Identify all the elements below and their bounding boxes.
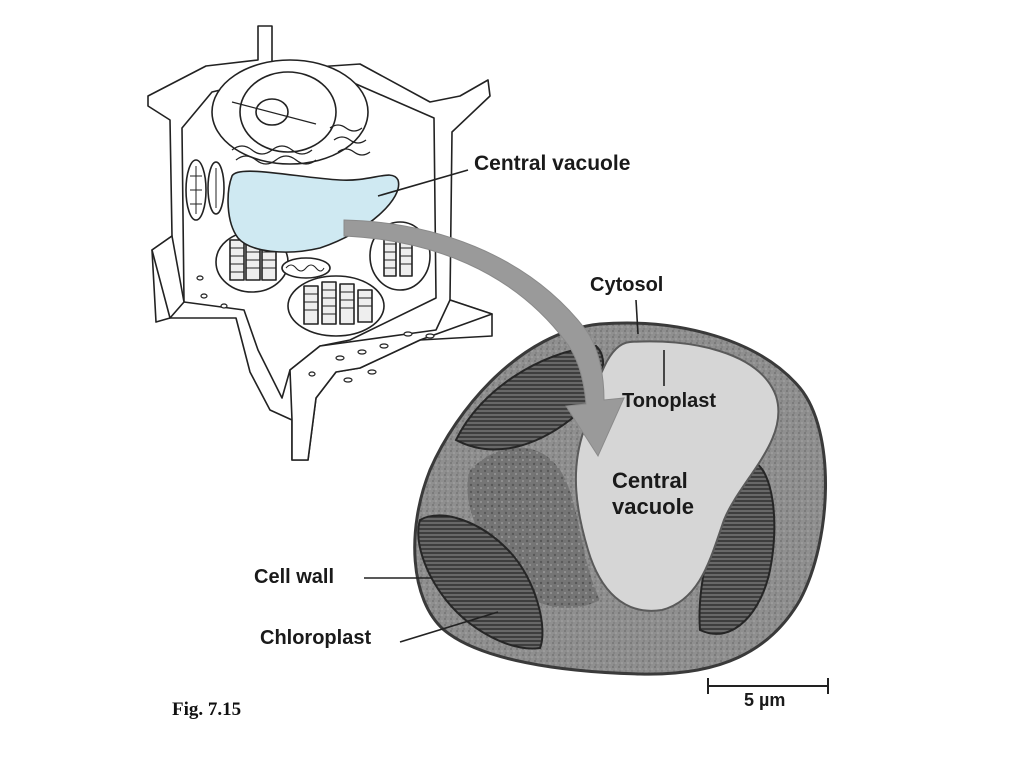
label-cytosol: Cytosol [590,274,664,296]
label-central-vacuole-diagram: Central vacuole [474,152,631,175]
chloroplast-leader [399,611,499,643]
scale-bar-label: 5 µm [744,690,786,710]
label-central-vacuole-line2: vacuole [612,494,694,519]
central-vacuole-shape [227,170,400,253]
plant-cell-diagram [147,25,493,461]
cytosol-leader [635,299,639,335]
label-tonoplast: Tonoplast [622,390,717,412]
zoom-arrow [343,219,625,458]
mitochondria-left [185,159,225,221]
nucleus-inner [239,71,337,153]
plasmodesmata [196,275,435,383]
wall-front-face [289,299,493,461]
central-vacuole-leader [377,169,469,197]
figure-number: Fig. 7.15 [172,699,242,720]
electron-micrograph [413,321,827,676]
label-central-vacuole-line1: Central [612,468,688,493]
label-central-vacuole-micrograph: Central vacuole [612,468,694,520]
scale-bar [707,678,829,694]
wall-side-face [151,235,185,319]
chloroplast-bottom [287,275,385,337]
label-chloroplast: Chloroplast [260,627,372,649]
label-cell-wall: Cell wall [254,566,335,588]
mitochondrion-center [281,257,331,279]
endoplasmic-reticulum [231,124,371,165]
